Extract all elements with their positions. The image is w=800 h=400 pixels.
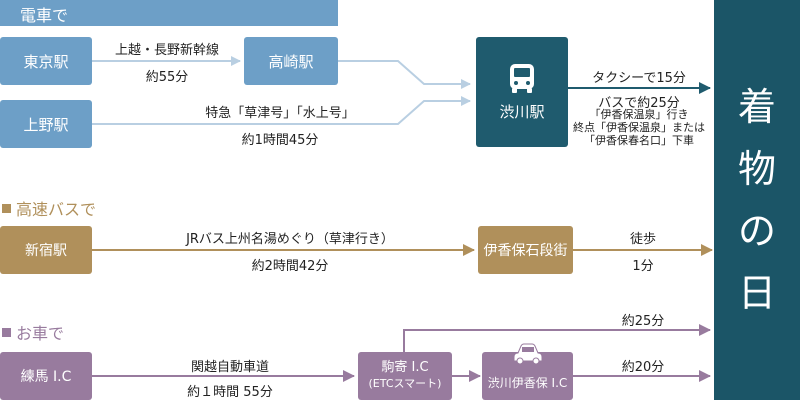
line-ueno-shibukawa	[92, 96, 471, 125]
station-tokyo: 東京駅	[0, 37, 92, 85]
section-title-bus: 高速バスで	[2, 196, 96, 220]
walk-label: 徒歩	[629, 232, 656, 247]
section-title-car-text: お車で	[16, 324, 65, 343]
car-lower-time: 約20分	[621, 360, 665, 375]
route-express-time: 約1時間45分	[241, 133, 319, 148]
ic-shibukawa-ikaho-label: 渋川伊香保 I.C	[487, 376, 568, 390]
section-marker-car	[2, 327, 11, 337]
station-ueno: 上野駅	[0, 100, 92, 148]
walk-time: 1分	[632, 259, 654, 274]
expressway-label: 関越自動車道	[190, 360, 269, 375]
route-express-label: 特急「草津号」「水上号」	[205, 106, 355, 121]
ic-komayose-label: 駒寄 I.C	[381, 360, 429, 375]
section-title-car: お車で	[2, 320, 64, 344]
station-shinjuku: 新宿駅	[0, 226, 92, 274]
destination-banner: 着 物 の 日	[714, 0, 800, 400]
line-komayose-destination	[403, 324, 711, 352]
destination-char-4: 日	[737, 271, 776, 315]
expressway-time: 約１時間 55分	[187, 385, 273, 400]
ic-komayose: 駒寄 I.C (ETCスマート)	[358, 352, 452, 400]
route-shinkansen-label: 上越・長野新幹線	[114, 43, 219, 58]
destination-char-2: 物	[737, 147, 776, 191]
section-marker-bus	[2, 203, 11, 213]
ic-nerima: 練馬 I.C	[0, 352, 92, 400]
line-takasaki-shibukawa	[338, 60, 471, 89]
bus-route-label: JRバス上州名湯めぐり（草津行き）	[186, 232, 394, 247]
station-shibukawa-label: 渋川駅	[499, 102, 545, 121]
bus-route-time: 約2時間42分	[251, 259, 329, 274]
destination-char-1: 着	[737, 85, 776, 129]
ic-komayose-sub: (ETCスマート)	[368, 377, 442, 390]
car-upper-time: 約25分	[621, 314, 665, 329]
taxi-label: タクシーで15分	[592, 71, 686, 86]
bus-note-3: 「伊香保春名口」下車	[584, 134, 694, 147]
bus-icon	[510, 63, 534, 93]
stop-ikaho-ishidan: 伊香保石段街	[478, 226, 573, 274]
bus-note-1: 「伊香保温泉」行き	[589, 108, 689, 121]
section-bar-train	[0, 0, 338, 26]
section-title-train: 電車で	[20, 6, 69, 25]
route-shinkansen-time: 約55分	[145, 70, 189, 85]
station-shibukawa: 渋川駅	[476, 37, 568, 147]
bus-time-label: バスで約25分	[598, 96, 680, 111]
car-icon	[513, 343, 543, 365]
station-takasaki: 高崎駅	[244, 37, 338, 85]
section-title-bus-text: 高速バスで	[16, 200, 97, 219]
bus-note-2: 終点「伊香保温泉」または	[573, 121, 705, 134]
destination-char-3: の	[737, 209, 776, 253]
